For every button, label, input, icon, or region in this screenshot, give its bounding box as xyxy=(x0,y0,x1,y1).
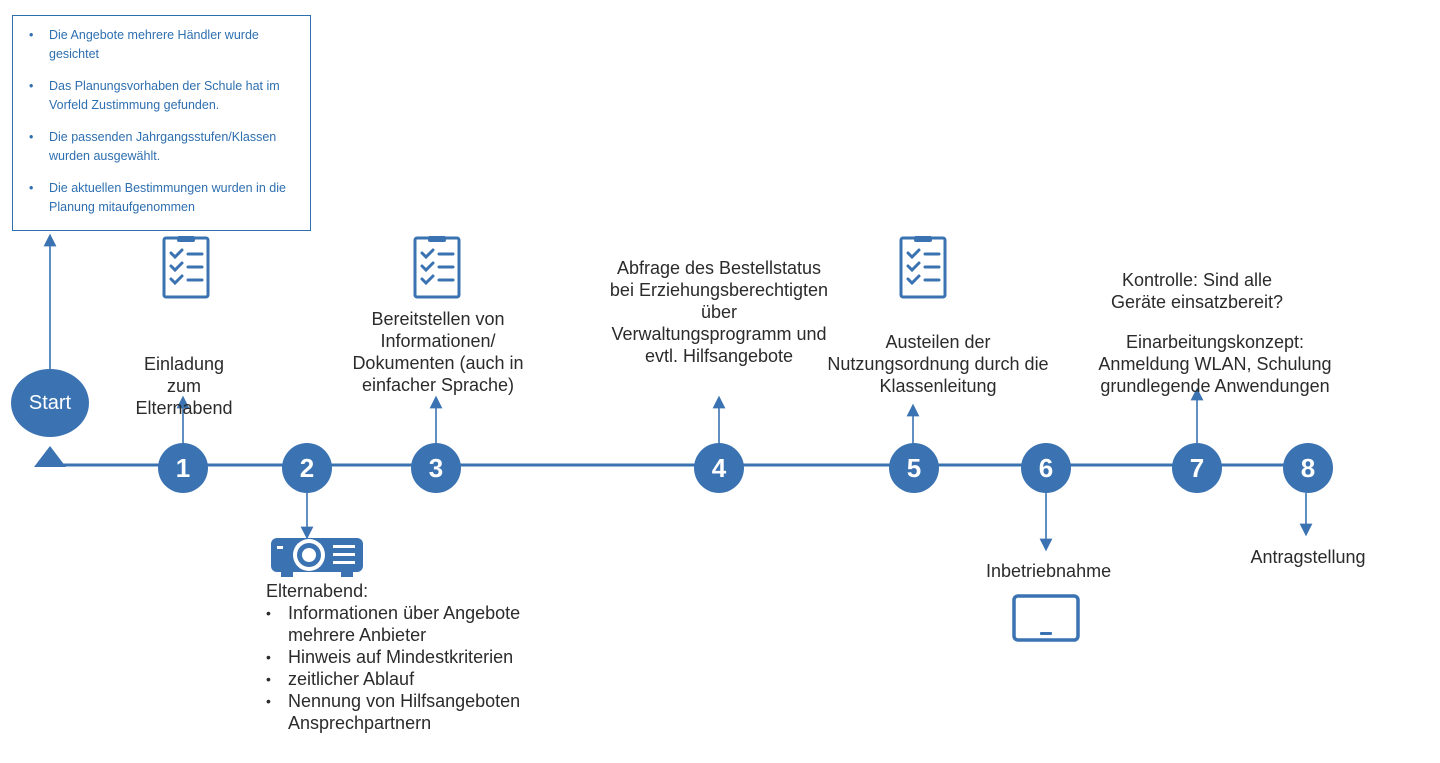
start-node: Start xyxy=(11,369,89,437)
step-7-label: Einarbeitungskonzept: Anmeldung WLAN, Sc… xyxy=(1098,332,1332,396)
projector-icon xyxy=(271,538,363,577)
elternabend-item: Nennung von Hilfsangeboten Ansprechpartn… xyxy=(266,690,558,734)
elternabend-list: Informationen über Angebote mehrere Anbi… xyxy=(266,602,558,734)
start-triangle xyxy=(34,446,66,467)
requirement-item: Das Planungsvorhaben der Schule hat im V… xyxy=(27,77,300,115)
step-2-node: 2 xyxy=(282,443,332,493)
step-6-label: Inbetriebnahme xyxy=(986,561,1112,581)
checklist-icon xyxy=(413,236,461,299)
tablet-icon xyxy=(1012,594,1080,642)
step-5-label: Austeilen der Nutzungsordnung durch die … xyxy=(827,332,1049,396)
step-6-node: 6 xyxy=(1021,443,1071,493)
step-3-node: 3 xyxy=(411,443,461,493)
step-3-label: Bereitstellen von Informationen/ Dokumen… xyxy=(352,309,524,395)
checklist-icon xyxy=(162,236,210,299)
elternabend-item: zeitlicher Ablauf xyxy=(266,668,558,690)
step-7-node: 7 xyxy=(1172,443,1222,493)
step-5-node: 5 xyxy=(889,443,939,493)
elternabend-item: Hinweis auf Mindestkriterien xyxy=(266,646,558,668)
step-8-label: Antragstellung xyxy=(1250,547,1366,567)
requirement-item: Die passenden Jahrgangsstufen/Klassen wu… xyxy=(27,128,300,166)
step-4-node: 4 xyxy=(694,443,744,493)
checklist-icon xyxy=(899,236,947,299)
requirement-item: Die aktuellen Bestimmungen wurden in die… xyxy=(27,179,300,217)
step-1-label: Einladung zum Elternabend xyxy=(135,354,233,418)
elternabend-details: Elternabend: Informationen über Angebote… xyxy=(266,580,558,734)
step-1-node: 1 xyxy=(158,443,208,493)
step-8-node: 8 xyxy=(1283,443,1333,493)
elternabend-item: Informationen über Angebote mehrere Anbi… xyxy=(266,602,558,646)
step-7-check-label: Kontrolle: Sind alle Geräte einsatzberei… xyxy=(1110,270,1284,312)
requirements-box: Die Angebote mehrere Händler wurde gesic… xyxy=(12,15,311,231)
step-4-label: Abfrage des Bestellstatus bei Erziehungs… xyxy=(609,258,829,366)
elternabend-title: Elternabend: xyxy=(266,581,369,601)
requirements-list: Die Angebote mehrere Händler wurde gesic… xyxy=(27,26,300,217)
requirement-item: Die Angebote mehrere Händler wurde gesic… xyxy=(27,26,300,64)
